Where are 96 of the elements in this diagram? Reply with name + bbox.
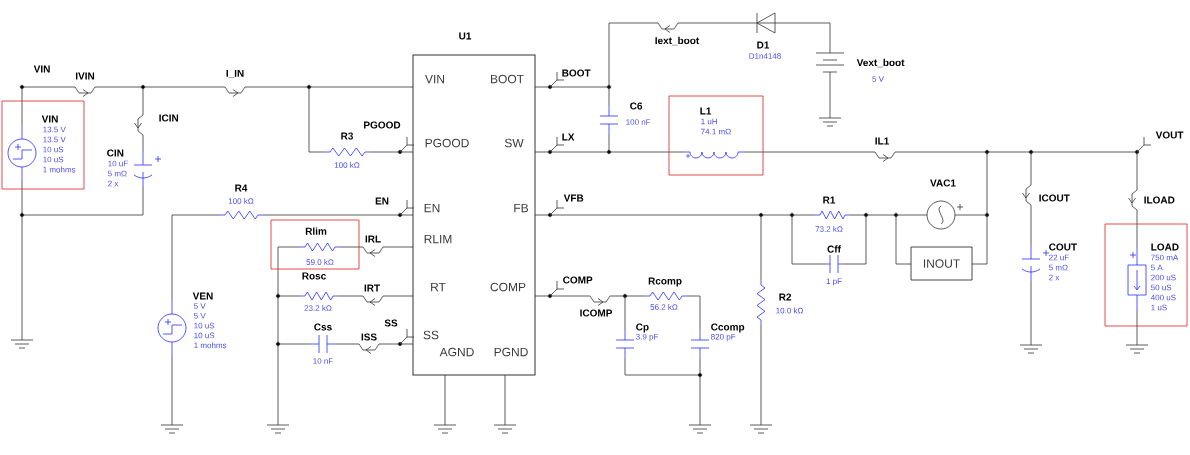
value-label: 200 uS <box>1151 274 1176 281</box>
component-label: ICIN <box>159 114 179 122</box>
value-label: 56.2 kΩ <box>650 304 678 310</box>
value-label: 1 mohms <box>43 166 76 173</box>
value-label: 13.5 V <box>43 126 66 133</box>
component-label: D1 <box>757 41 770 49</box>
component-label: LX <box>562 133 575 141</box>
component-label: ISS <box>361 333 377 341</box>
value-label: 5 A <box>1151 264 1163 271</box>
highlight-box <box>1 100 85 190</box>
highlight-box <box>1104 223 1188 327</box>
value-label: 10 uS <box>194 332 215 339</box>
component-label: Ccomp <box>711 323 745 333</box>
component-label: ILOAD <box>1144 196 1175 204</box>
component-label: VFB <box>563 194 584 202</box>
value-label: 5 V <box>194 303 206 309</box>
component-label: VOUT <box>1155 131 1184 139</box>
highlight-box <box>668 95 764 176</box>
component-label: VIN <box>41 115 58 123</box>
value-label: 10 uS <box>194 322 215 329</box>
component-label: EN <box>375 197 389 205</box>
value-label: 400 uS <box>1150 294 1176 301</box>
pin-label: PGOOD <box>425 138 469 148</box>
block-box: INOUT <box>910 246 973 281</box>
value-label: 820 pF <box>711 333 736 342</box>
component-label: L1 <box>700 107 712 115</box>
component-label: C6 <box>630 102 643 110</box>
pin-label: AGND <box>439 347 474 357</box>
value-label: 2 x <box>1049 274 1060 281</box>
component-label: R4 <box>235 184 248 192</box>
value-label: 100 kΩ <box>228 198 254 204</box>
component-label: COMP <box>563 276 593 284</box>
component-label: LOAD <box>1151 243 1179 251</box>
value-label: 100 nF <box>626 119 651 125</box>
component-label: IVIN <box>75 72 95 80</box>
value-label: 5 V <box>194 313 206 319</box>
component-label: R3 <box>341 132 354 140</box>
value-label: 50 uS <box>1151 284 1172 291</box>
component-label: ICOMP <box>580 309 613 317</box>
value-label: 100 kΩ <box>334 162 360 168</box>
value-label: 22 uF <box>1049 254 1069 261</box>
component-label: Cff <box>827 245 841 253</box>
component-label: VEN <box>192 292 213 300</box>
value-label: 1 uH <box>701 118 717 125</box>
value-label: 10.0 kΩ <box>776 307 804 314</box>
pin-label: RT <box>431 282 446 292</box>
pin-label: COMP <box>490 282 526 292</box>
pin-label: VIN <box>425 74 445 84</box>
component-label: PGOOD <box>364 121 401 129</box>
component-label: BOOT <box>562 69 591 77</box>
value-label: 10 uF <box>108 160 128 167</box>
component-label: IL1 <box>875 137 889 145</box>
component-label: VIN <box>33 65 50 73</box>
component-label: U1 <box>459 32 472 40</box>
component-label: Rlim <box>305 227 327 235</box>
component-label: Cp <box>636 323 649 333</box>
value-label: 10 uS <box>43 156 64 163</box>
pin-label: RLIM <box>424 234 452 244</box>
component-label: SS <box>384 319 398 327</box>
value-label: 10 uS <box>43 146 64 153</box>
ic-box <box>412 32 536 376</box>
value-label: 5 mΩ <box>1049 264 1068 271</box>
value-label: 1 uS <box>1151 304 1167 311</box>
value-label: 5 mΩ <box>108 170 127 177</box>
component-label: Css <box>314 323 332 331</box>
value-label: 750 mA <box>1151 254 1179 261</box>
value-label: 1 pF <box>826 278 842 286</box>
value-label: 23.2 kΩ <box>304 305 332 311</box>
value-label: 10 nF <box>313 358 333 364</box>
component-label: R2 <box>779 293 792 301</box>
pin-label: BOOT <box>491 74 524 84</box>
component-label: R1 <box>823 196 836 204</box>
value-label: 5 V <box>872 76 884 82</box>
component-label: Vext_boot <box>856 58 905 68</box>
component-label: Rcomp <box>648 277 682 287</box>
value-label: 2 x <box>108 180 119 187</box>
component-label: CIN <box>107 149 124 157</box>
value-label: 13.5 V <box>43 136 66 143</box>
component-label: I_IN <box>226 69 244 79</box>
pin-label: SS <box>423 330 439 340</box>
pin-label: EN <box>424 203 440 213</box>
component-label: Iext_boot <box>655 36 700 46</box>
component-label: IRT <box>364 284 380 292</box>
highlight-box <box>270 219 360 270</box>
value-label: D1n4148 <box>749 53 781 59</box>
component-label: VAC1 <box>930 179 956 187</box>
pin-label: FB <box>514 203 529 213</box>
value-label: 74.1 mΩ <box>701 128 731 135</box>
component-label: COUT <box>1049 243 1077 251</box>
pin-label: PGND <box>494 347 528 357</box>
component-label: ICOUT <box>1039 194 1070 202</box>
value-label: 3.9 pF <box>636 333 659 342</box>
pin-label: SW <box>504 138 524 148</box>
value-label: 1 mohms <box>194 342 227 349</box>
value-label: 59.0 kΩ <box>306 259 334 265</box>
value-label: 73.2 kΩ <box>815 226 843 232</box>
